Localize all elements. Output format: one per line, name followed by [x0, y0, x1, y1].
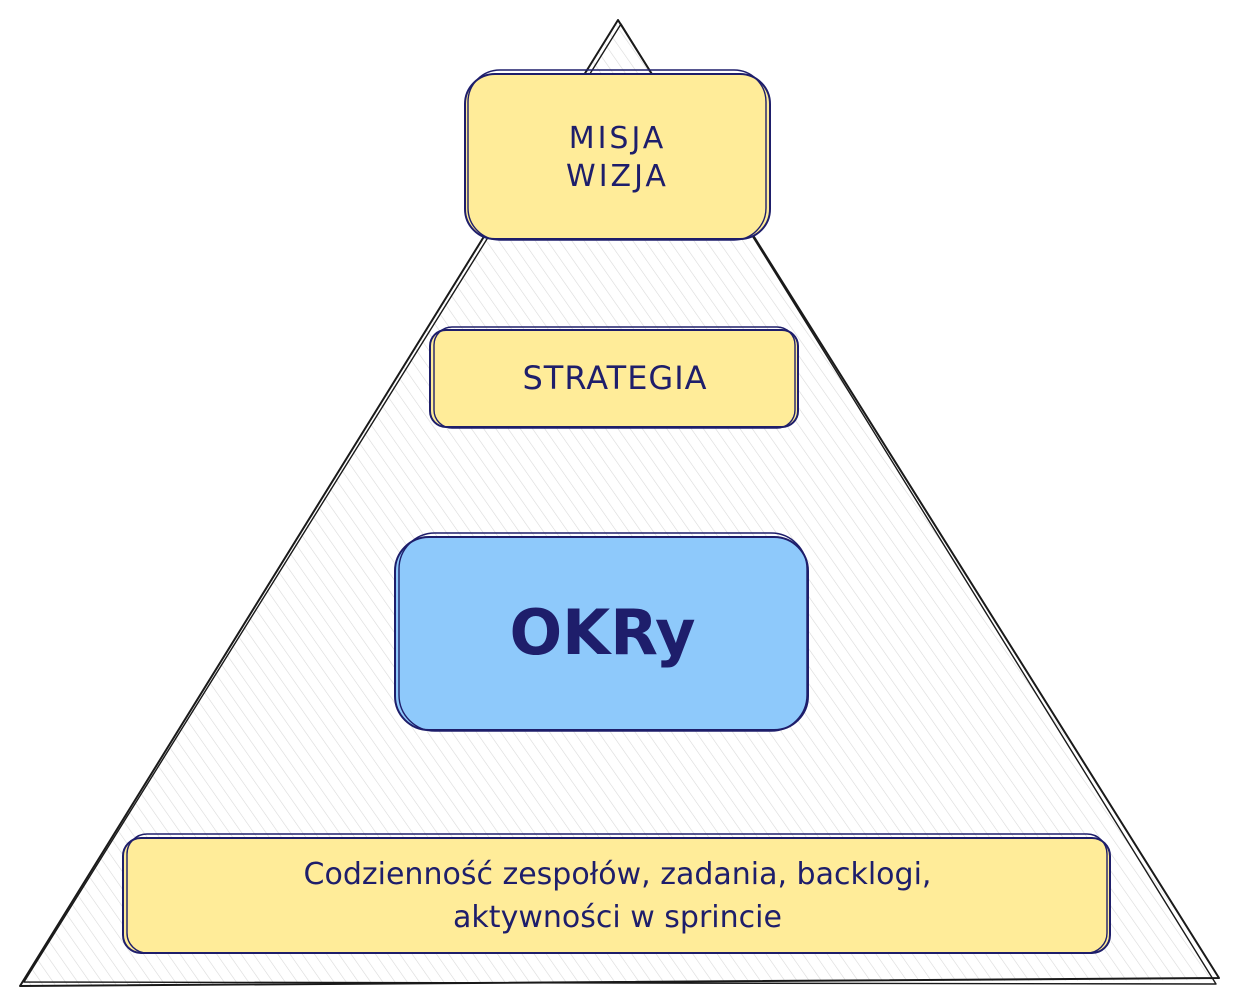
- okr-label: OKRy: [509, 595, 696, 669]
- daily-work-line-1: Codzienność zespołów, zadania, backlogi,: [303, 856, 932, 892]
- mission-vision-label: MISJA WIZJA: [470, 80, 765, 235]
- mission-vision-box: [464, 69, 771, 241]
- strategy-label: STRATEGIA: [522, 358, 708, 397]
- daily-work-line-2: aktywności w sprincie: [453, 900, 782, 935]
- strategy-box: [429, 326, 799, 429]
- pyramid-triangle: [19, 19, 1220, 987]
- vision-text: WIZJA: [566, 158, 669, 194]
- daily-work-label: Codzienność zespołów, zadania, backlogi,…: [125, 840, 1110, 952]
- daily-work-box: [122, 833, 1111, 954]
- okr-box: [394, 532, 809, 732]
- mission-text: MISJA: [568, 121, 667, 156]
